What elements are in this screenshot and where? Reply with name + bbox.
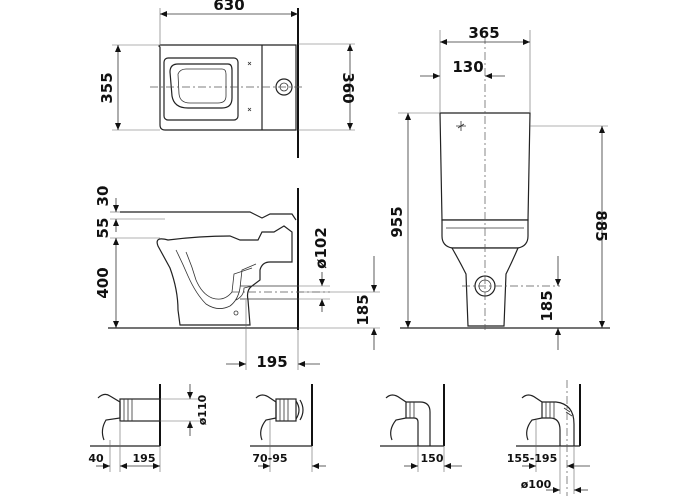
dim-30: 30 bbox=[94, 186, 112, 207]
dim-400: 400 bbox=[94, 267, 112, 298]
dim-70-95: 70-95 bbox=[252, 452, 287, 465]
dim-40: 40 bbox=[88, 452, 104, 465]
dim-885: 885 bbox=[592, 210, 610, 241]
trap-outline bbox=[175, 249, 257, 309]
dim-365: 365 bbox=[468, 24, 499, 42]
side-view-body bbox=[156, 225, 293, 326]
dim-195-detail: 195 bbox=[133, 452, 156, 465]
front-view: 365 130 955 885 185 bbox=[388, 24, 610, 350]
flush-button bbox=[275, 78, 293, 96]
dim-185-side: 185 bbox=[354, 294, 372, 325]
seat-outline bbox=[163, 57, 239, 121]
detail-horizontal-outlet: ø110 40 195 bbox=[88, 384, 209, 472]
side-view: 30 55 400 ø102 185 195 bbox=[94, 186, 380, 371]
dim-195-side: 195 bbox=[256, 353, 287, 371]
dim-185-front: 185 bbox=[538, 290, 556, 321]
detail-adjustable-outlet: 70-95 bbox=[250, 384, 326, 472]
dim-130: 130 bbox=[452, 58, 483, 76]
dim-630: 630 bbox=[213, 0, 244, 14]
detail-angled-outlet: 150 bbox=[380, 384, 462, 472]
flush-symbol bbox=[456, 121, 466, 131]
dim-55: 55 bbox=[94, 218, 112, 239]
detail-vertical-outlet: 155-195 ø100 bbox=[507, 380, 590, 496]
dim-360: 360 bbox=[339, 72, 357, 103]
bowl-inner bbox=[177, 68, 227, 104]
dim-355: 355 bbox=[98, 72, 116, 103]
dim-150: 150 bbox=[421, 452, 444, 465]
dim-155-195: 155-195 bbox=[507, 452, 558, 465]
dim-diameter-102: ø102 bbox=[312, 227, 330, 269]
bowl-opening bbox=[169, 63, 233, 109]
top-view: 630 355 360 bbox=[98, 0, 357, 158]
dim-diameter-100: ø100 bbox=[521, 478, 552, 491]
dim-diameter-110: ø110 bbox=[196, 394, 209, 425]
dim-955: 955 bbox=[388, 206, 406, 237]
